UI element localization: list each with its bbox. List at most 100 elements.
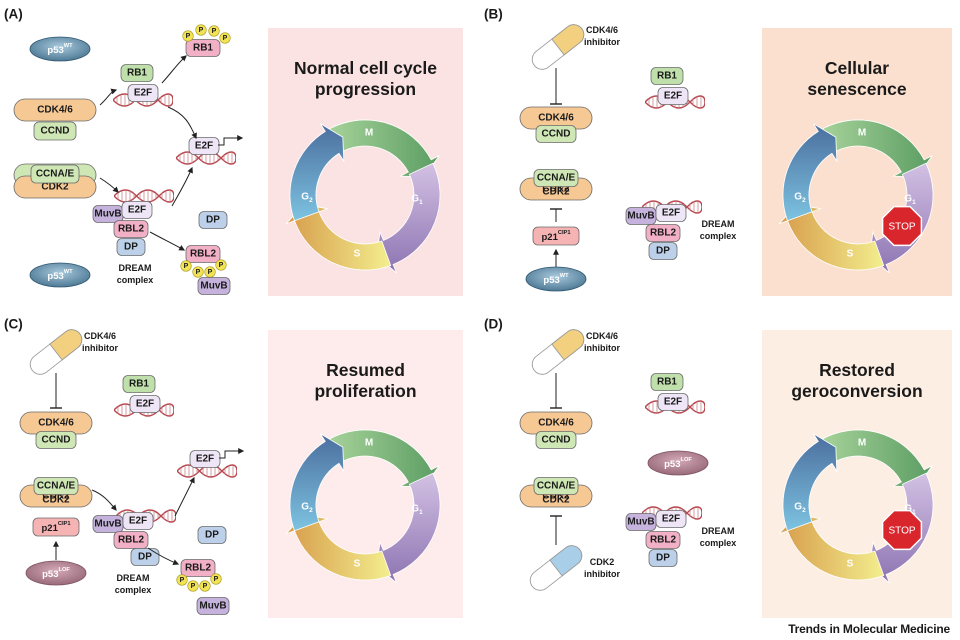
e2f-rb1-bound-shape [127,84,159,102]
e2f-rb1-bound-label: E2F [664,91,682,102]
inhibitor-label-1: CDK4/6 [586,25,618,35]
dream-label-1: DREAM [702,526,735,536]
cycle-segment-s [778,204,885,271]
ccnd-protein-shape [35,431,77,449]
phase-label-s: S [354,249,361,260]
phospho-1-shape [176,574,188,586]
e2f-dream-shape [122,512,154,530]
phospho-1: P [176,574,188,586]
phospho-4: P [219,32,231,44]
dream-label-1: DREAM [119,263,152,273]
p53-wt-bottom-shape [29,262,91,288]
cycle-segment-m [819,429,933,488]
ccnd-protein: CCND [33,121,77,141]
ccna-e-box-label: CCNA/E [37,481,76,492]
muvb-protein: MuvB [625,207,657,225]
cycle-segment-m [326,119,440,178]
cdk2-label: CDK2 [42,495,70,506]
phospho-2-shape [187,580,199,592]
cycle-segment-s [285,204,392,271]
rbl2-phosphorylated-shape [180,559,216,577]
phenotype-title-line-2: progression [315,79,416,99]
cdk46-complex: CDK4/6 [13,98,97,122]
e2f-rb1-bound: E2F [657,393,689,411]
rbl2-protein-label: RBL2 [650,535,677,546]
muvb-free-label: MuvB [200,281,227,292]
rb1-protein-label: RB1 [127,68,147,79]
muvb-free-shape [197,277,231,295]
phospho-8-shape [215,259,227,271]
p53-wt: p53WT [525,266,587,292]
cycle-segment-g2 [289,433,345,532]
phospho-4-shape [219,32,231,44]
ccnd-protein: CCND [35,431,77,449]
dp-free: DP [197,526,227,544]
ccnd-protein-shape [535,125,577,143]
ccnd-protein-shape [535,431,577,449]
dp-free-label: DP [206,215,220,226]
panel-d: (D)CDK4/6inhibitorCDK4/6CCNDCDK2CCNA/ECD… [484,317,952,618]
p53-lof: p53LOF [25,560,87,586]
ccna-e-box: CCNA/E [33,477,79,495]
rb1-protein: RB1 [650,67,684,85]
ccnd-protein-label: CCND [542,129,571,140]
inhibitor-label-1: CDK4/6 [586,331,618,341]
dp-protein-shape [648,549,678,567]
inhibitor-label-2: inhibitor [584,343,620,353]
rbl2-protein: RBL2 [645,224,681,242]
phospho-2-label: P [191,583,196,590]
cdk46-complex-label: CDK4/6 [538,113,574,124]
phospho-3-shape [208,25,220,37]
e2f-rb1-bound: E2F [129,395,161,413]
rb1-protein-shape [650,373,684,391]
phase-label-m: M [858,438,866,449]
rbl2-phosphorylated: RBL2 [180,559,216,577]
phospho-7-label: P [208,269,213,276]
dp-free-label: DP [205,530,219,541]
phase-label-g2: G2 [794,502,806,514]
phase-label-g2: G2 [301,192,313,204]
phospho-7: P [204,266,216,278]
rb1-protein-label: RB1 [657,377,677,388]
cycle-segment-g2 [289,123,345,222]
ccnd-protein-shape [33,121,77,141]
dream-label-1: DREAM [117,573,150,583]
cdk46-complex: CDK4/6 [519,411,593,435]
inhibit-cdk2 [550,208,562,222]
ccna-e-box-label: CCNA/E [537,481,576,492]
dp-free-shape [197,526,227,544]
stop-sign-label: STOP [888,222,915,233]
rbl2-protein: RBL2 [113,220,149,238]
cycle-segment-g2 [782,433,838,532]
rb1-protein-label: RB1 [129,379,149,390]
cdk2-protein-label: CDK2 [42,491,70,502]
arrow-dream-rbl2 [147,547,180,566]
phospho-8: P [215,259,227,271]
rb1-phosphorylated-shape [185,39,221,57]
p21-protein [32,517,80,537]
e2f-dream-label: E2F [662,208,680,219]
rbl2-protein: RBL2 [113,531,149,549]
p21-protein-shape [532,226,580,246]
e2f-rb1-bound: E2F [127,84,159,102]
ccna-e-box: CCNA/E [533,169,579,187]
arrow-dream-e2f [171,166,193,207]
phase-label-g1: G1 [904,194,916,206]
dp-protein: DP [648,242,678,260]
p21-label: p21CIP1 [41,521,70,534]
cdk2-protein-label: CDK2 [41,182,69,193]
rb1-phosphorylated-label: RB1 [193,43,213,54]
phase-label-m: M [365,128,373,139]
dp-protein-shape [130,548,160,566]
p53-lof-shape [25,560,87,586]
phospho-1-shape [182,30,194,42]
panel-b: (B)CDK4/6inhibitorCDK4/6CCNDCDK2CCNA/ECD… [484,7,952,296]
transcription-arrow [219,448,245,459]
p21-label: p21CIP1 [541,230,570,243]
cycle-segment-g1 [376,472,441,584]
cycle-segment-m [819,119,933,178]
e2f-rb1-bound-shape [657,87,689,105]
rbl2-phosphorylated-shape [185,245,221,263]
